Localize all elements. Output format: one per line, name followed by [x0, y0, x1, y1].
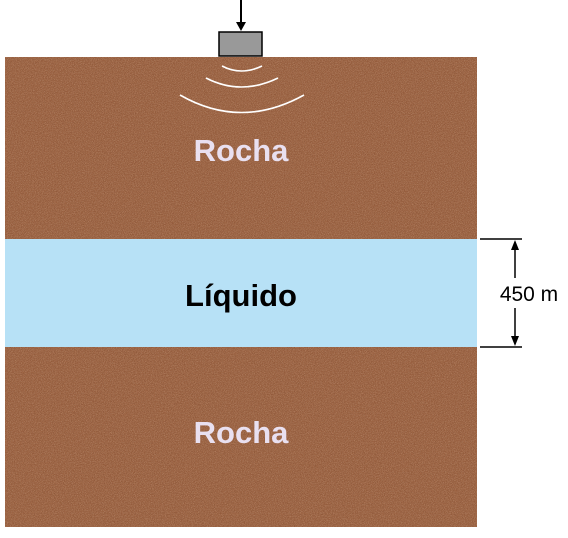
rock-layer-bottom: Rocha: [5, 347, 477, 527]
arrow-head: [236, 22, 246, 31]
wave-1: [221, 65, 263, 72]
dimension-arrow-up: [511, 240, 519, 250]
thickness-label: 450 m: [500, 283, 558, 306]
sound-waves: [179, 65, 305, 114]
dimension-arrow-down: [511, 336, 519, 346]
liquid-layer: Líquido: [5, 239, 477, 347]
thickness-dimension: [480, 238, 522, 348]
ultrasonic-device: [218, 31, 263, 57]
rock-top-label: Rocha: [194, 133, 290, 168]
emitter: [218, 0, 263, 57]
rock-layer-top: Rocha: [5, 57, 477, 239]
rock-bottom-label: Rocha: [194, 415, 290, 450]
wave-2: [205, 77, 279, 88]
wave-3: [179, 94, 305, 114]
liquid-label: Líquido: [185, 278, 297, 313]
